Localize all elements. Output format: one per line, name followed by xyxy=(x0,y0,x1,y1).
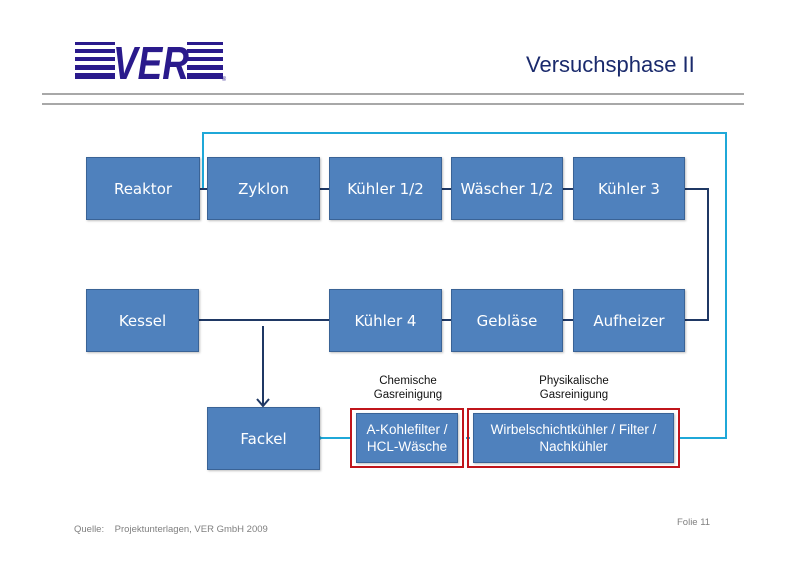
node-label: Zyklon xyxy=(238,179,289,198)
logo-stripe xyxy=(187,57,223,61)
logo-registered-mark: ® xyxy=(222,76,227,82)
logo-stripe xyxy=(187,42,223,45)
logo-stripe xyxy=(75,49,115,53)
node-kessel: Kessel xyxy=(86,289,199,352)
node-kuehler-3: Kühler 3 xyxy=(573,157,685,220)
slide-title: Versuchsphase II xyxy=(526,52,695,77)
group-label-line: Physikalische xyxy=(539,375,609,387)
header-divider-bottom xyxy=(42,103,744,105)
node-label-line: HCL-Wäsche xyxy=(366,439,448,454)
node-label: Reaktor xyxy=(113,179,173,198)
node-fackel: Fackel xyxy=(207,407,320,470)
arrowhead-fackel xyxy=(256,398,270,408)
group-label-line: Gasreinigung xyxy=(373,389,443,401)
group-frame-chemische xyxy=(350,408,464,468)
node-label-line: Nachkühler xyxy=(539,439,608,454)
logo-stripe xyxy=(75,57,115,61)
logo-stripe xyxy=(187,49,223,53)
node-kuehler-1-2: Kühler 1/2 xyxy=(329,157,442,220)
node-label: Fackel xyxy=(240,429,287,448)
node-label: Kühler 1/2 xyxy=(347,179,424,198)
group-frame-physikalische xyxy=(467,408,680,468)
node-label-line: A-Kohlefilter / xyxy=(366,422,448,437)
logo-stripe xyxy=(187,73,223,79)
node-zyklon: Zyklon xyxy=(207,157,320,220)
source-text: Projektunterlagen, VER GmbH 2009 xyxy=(114,524,268,535)
node-label: Aufheizer xyxy=(593,311,665,330)
logo-stripe xyxy=(187,65,223,70)
group-label-physikalische: Physikalische Gasreinigung xyxy=(468,374,680,402)
node-geblaese: Gebläse xyxy=(451,289,563,352)
node-waescher-1-2: Wäscher 1/2 xyxy=(451,157,563,220)
logo-stripe xyxy=(75,65,115,70)
node-label: Kühler 3 xyxy=(598,179,660,198)
group-label-line: Gasreinigung xyxy=(539,389,609,401)
node-wirbelschichtkuehler: Wirbelschichtkühler / Filter / Nachkühle… xyxy=(473,413,674,463)
node-label-line: Wirbelschichtkühler / Filter / xyxy=(490,422,657,437)
group-label-line: Chemische xyxy=(379,375,437,387)
node-aufheizer: Aufheizer xyxy=(573,289,685,352)
ver-logo: VER ® xyxy=(75,40,227,82)
node-label: Gebläse xyxy=(476,311,538,330)
slide-number: Folie 11 xyxy=(677,517,711,528)
node-label: Kessel xyxy=(118,311,167,330)
source-label: Quelle: xyxy=(74,524,105,535)
group-label-chemische: Chemische Gasreinigung xyxy=(350,374,466,402)
header-divider-top xyxy=(42,93,744,95)
source-note: Quelle: Projektunterlagen, VER GmbH 2009 xyxy=(74,524,268,535)
node-reaktor: Reaktor xyxy=(86,157,200,220)
node-label: Kühler 4 xyxy=(354,311,417,330)
node-kuehler-4: Kühler 4 xyxy=(329,289,442,352)
logo-stripe xyxy=(75,73,115,79)
node-label: Wäscher 1/2 xyxy=(460,179,554,198)
logo-stripe xyxy=(75,42,115,45)
logo-text: VER xyxy=(113,40,189,82)
line-kuehler3-aufheizer xyxy=(685,188,709,321)
node-a-kohlefilter: A-Kohlefilter / HCL-Wäsche xyxy=(356,413,458,463)
